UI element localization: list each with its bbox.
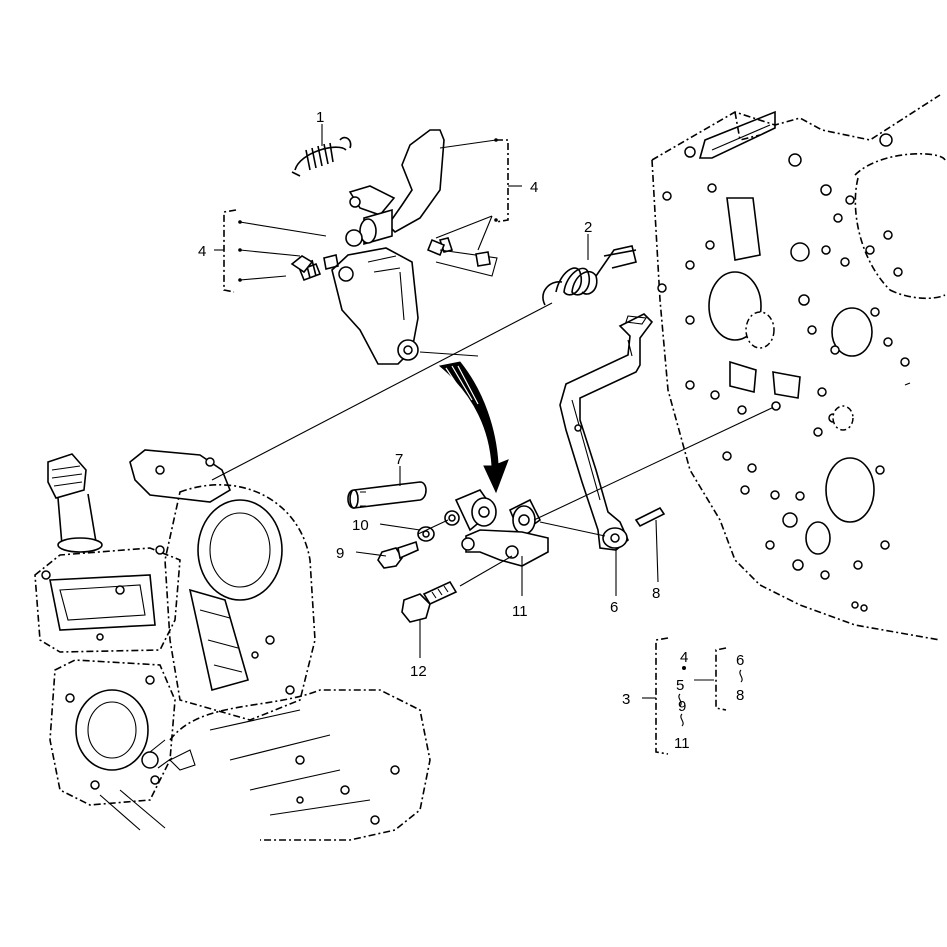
legend-range-mark [678,693,682,707]
callout-11: 11 [512,603,528,620]
legend-item-9: 9 [678,698,686,715]
legend-range-mark-2 [680,713,684,727]
lower-parts-group [347,481,549,623]
callout-2: 2 [584,219,592,236]
callout-9: 9 [336,545,344,562]
parts-legend: 3 4 5 9 11 6 8 [622,649,744,752]
callout-1: 1 [316,109,324,126]
legend-number-3: 3 [622,691,630,708]
legend-item-8: 8 [736,687,744,704]
legend-item-11: 11 [674,735,690,752]
legend-item-6: 6 [736,652,744,669]
lever-part-6 [559,313,666,551]
engine-block-right [651,94,946,641]
callout-leaders [214,124,727,755]
legend-range-mark-3 [739,669,743,683]
callout-12: 12 [410,663,427,680]
assembly-lines [211,302,781,587]
assembly-arrow [438,361,509,494]
fulcrum-lever-assembly [290,129,498,365]
callout-8: 8 [652,585,660,602]
spring-part-2 [542,245,637,306]
legend-item-4: 4 [680,649,688,666]
callout-4-top: 4 [530,179,538,196]
callout-7: 7 [395,451,403,468]
callout-4-left: 4 [198,243,206,260]
callout-10: 10 [352,517,369,534]
callout-6: 6 [610,599,618,616]
engine-block-left [34,449,431,841]
callout-numbers: 1 2 4 4 7 10 9 11 6 8 12 [198,109,660,680]
legend-item-5: 5 [676,677,684,694]
